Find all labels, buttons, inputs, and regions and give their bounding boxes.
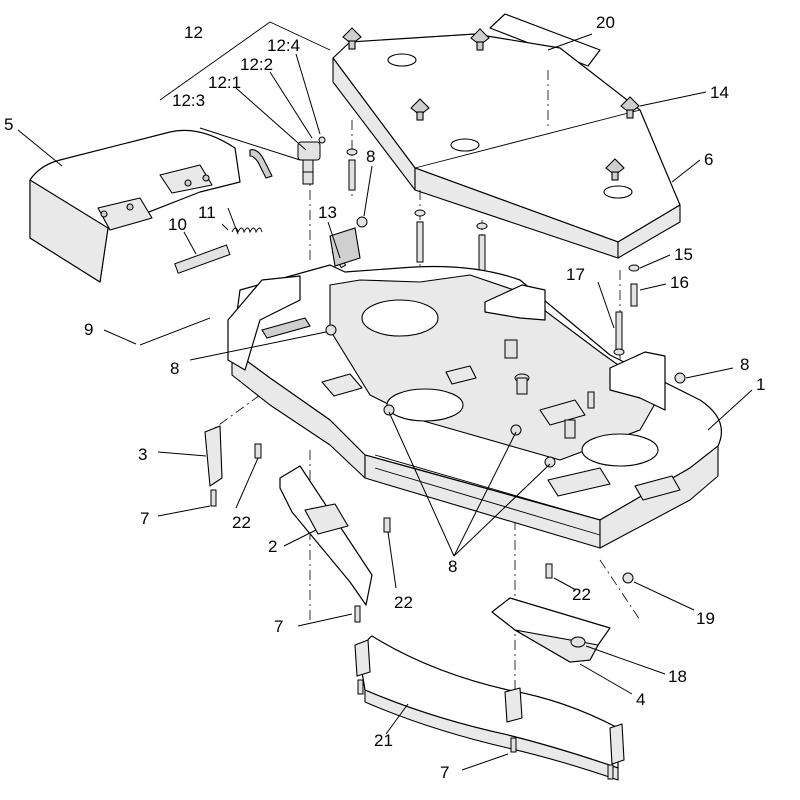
callout-7-left: 7 bbox=[140, 509, 149, 528]
part-2-baffle bbox=[279, 465, 373, 623]
part-1-mower-deck bbox=[227, 227, 722, 549]
callout-3: 3 bbox=[138, 445, 147, 464]
callout-8-bottom: 8 bbox=[448, 557, 457, 576]
callout-12-1: 12:1 bbox=[208, 73, 241, 92]
part-11-spring bbox=[221, 223, 263, 234]
part-21-rear-baffle bbox=[354, 635, 625, 781]
callout-22-right: 22 bbox=[572, 585, 591, 604]
part-14-knobs bbox=[342, 27, 640, 181]
part-18-bushing bbox=[570, 636, 586, 648]
callout-20: 20 bbox=[596, 13, 615, 32]
leader-lines bbox=[17, 33, 753, 771]
callout-14: 14 bbox=[710, 83, 729, 102]
callout-21: 21 bbox=[374, 731, 393, 750]
part-4-bracket bbox=[491, 597, 611, 663]
part-12-switch-assembly bbox=[159, 21, 331, 185]
part-9-rod bbox=[139, 317, 211, 346]
part-22-bolts bbox=[254, 443, 553, 579]
part-10-idler bbox=[174, 244, 231, 274]
callout-8-right: 8 bbox=[740, 355, 749, 374]
callout-7-mid: 7 bbox=[274, 617, 283, 636]
callout-10: 10 bbox=[168, 215, 187, 234]
part-8-nuts bbox=[325, 216, 686, 468]
callout-5: 5 bbox=[4, 115, 13, 134]
callout-12-4: 12:4 bbox=[267, 36, 300, 55]
callout-17: 17 bbox=[566, 265, 585, 284]
part-15-16-17-hardware bbox=[346, 148, 640, 356]
callout-16: 16 bbox=[670, 273, 689, 292]
part-3-bracket bbox=[204, 425, 223, 507]
part-6-cover bbox=[332, 33, 681, 259]
callout-11: 11 bbox=[198, 203, 216, 222]
part-19-nut bbox=[622, 572, 634, 584]
callout-12-3: 12:3 bbox=[172, 91, 205, 110]
callout-9: 9 bbox=[84, 320, 93, 339]
callout-13: 13 bbox=[318, 203, 337, 222]
callout-22-mid: 22 bbox=[394, 593, 413, 612]
callout-6: 6 bbox=[704, 150, 713, 169]
callout-labels: 12 12:4 12:2 12:1 12:3 5 20 14 6 8 13 11… bbox=[4, 13, 765, 782]
callout-8-top: 8 bbox=[366, 147, 375, 166]
callout-18: 18 bbox=[668, 667, 687, 686]
callout-4: 4 bbox=[636, 690, 645, 709]
callout-1: 1 bbox=[756, 375, 765, 394]
callout-12: 12 bbox=[184, 23, 203, 42]
part-5-belt-cover bbox=[29, 129, 241, 283]
callout-12-2: 12:2 bbox=[240, 55, 273, 74]
callout-2: 2 bbox=[268, 537, 277, 556]
callout-8-left: 8 bbox=[170, 359, 179, 378]
callout-19: 19 bbox=[696, 609, 715, 628]
callout-22-left: 22 bbox=[232, 513, 251, 532]
callout-7-bottom: 7 bbox=[440, 763, 449, 782]
callout-15: 15 bbox=[674, 245, 693, 264]
